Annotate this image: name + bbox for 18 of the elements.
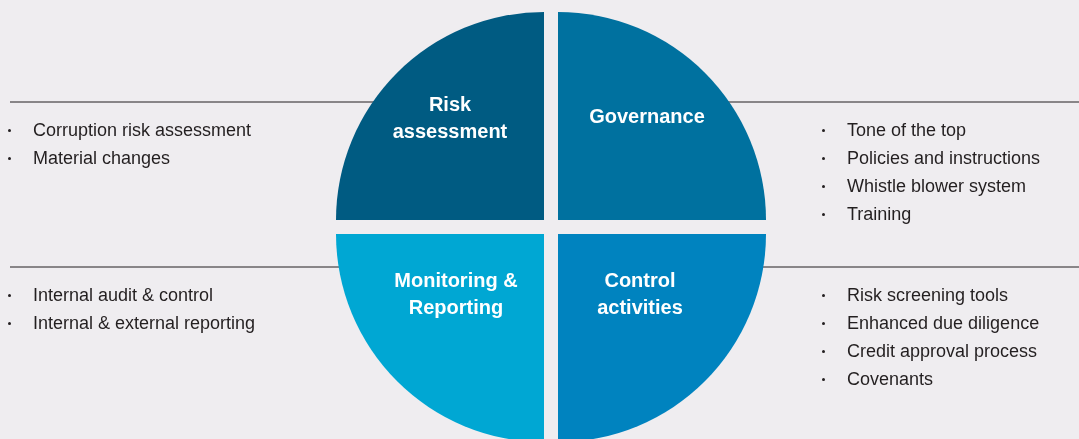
bullet-item: Corruption risk assessment — [33, 118, 252, 142]
bullet-item: Internal audit & control — [33, 283, 214, 307]
bullet-item: Credit approval process — [847, 339, 1038, 363]
bullet-item: Material changes — [33, 146, 171, 170]
bullet-item: Covenants — [847, 367, 934, 391]
segment-label: Risk assessment — [391, 92, 509, 144]
bullet-item: Enhanced due diligence — [847, 311, 1040, 335]
segment-label: Governance — [588, 103, 706, 129]
bullet-item: Whistle blower system — [847, 174, 1027, 198]
bullet-item: Internal & external reporting — [33, 311, 256, 335]
bullet-item: Risk screening tools — [847, 283, 1009, 307]
quadrant-segment — [336, 234, 544, 439]
quadrant-segment — [558, 234, 766, 439]
segment-label: Control activities — [596, 268, 684, 320]
segment-label: Monitoring & Reporting — [393, 268, 519, 320]
bullet-item: Training — [847, 202, 912, 226]
bullet-item: Tone of the top — [847, 118, 967, 142]
bullet-item: Policies and instructions — [847, 146, 1041, 170]
